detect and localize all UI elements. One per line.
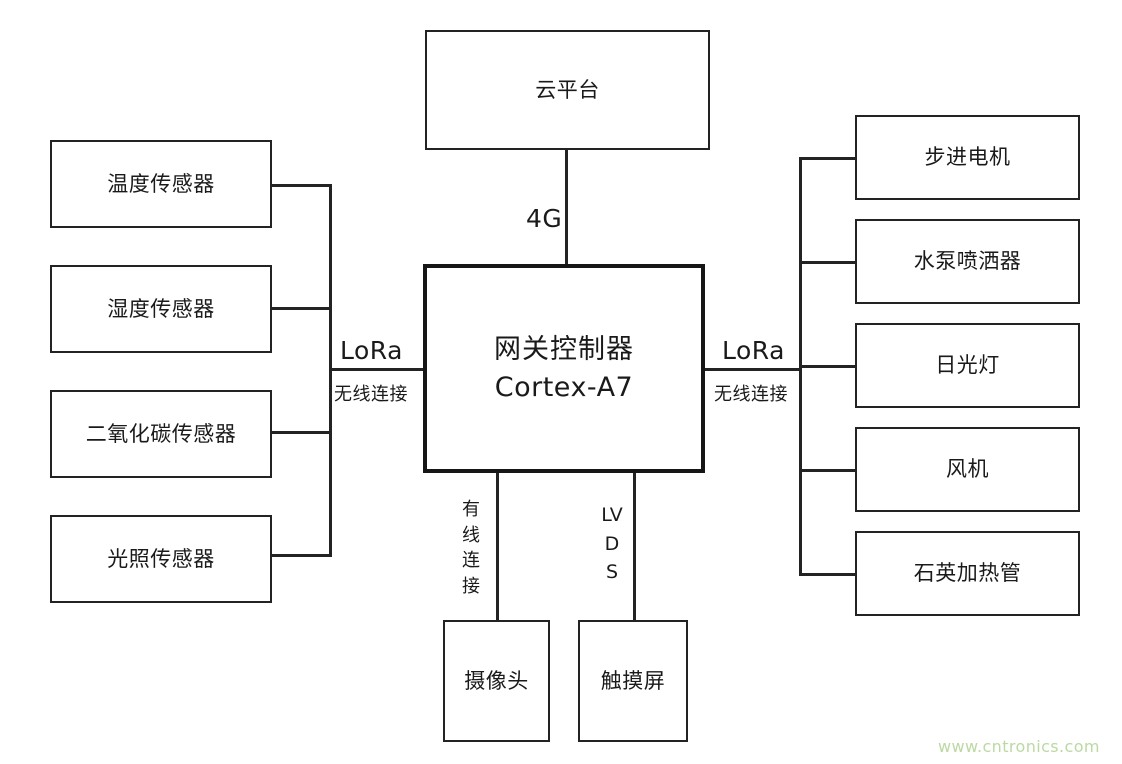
edge-temperature-sensor-stub bbox=[272, 184, 332, 187]
edge-cloud-to-gateway bbox=[565, 150, 568, 266]
edge-light-sensor-stub bbox=[272, 554, 332, 557]
edge-stepper-motor-stub bbox=[799, 157, 857, 160]
edge-gateway-to-actuator-bus bbox=[703, 368, 801, 371]
edge-daylight-lamp-stub bbox=[799, 365, 857, 368]
node-light-sensor-label: 光照传感器 bbox=[107, 546, 215, 571]
edge-label-lora-left: LoRa bbox=[340, 336, 403, 365]
edge-gateway-to-touchscreen bbox=[633, 471, 636, 621]
node-gateway-controller-label: 网关控制器 bbox=[494, 333, 634, 365]
node-co2-sensor[interactable]: 二氧化碳传感器 bbox=[50, 390, 272, 478]
node-camera[interactable]: 摄像头 bbox=[443, 620, 550, 742]
node-temperature-sensor-label: 温度传感器 bbox=[107, 171, 215, 196]
edge-water-pump-sprinkler-stub bbox=[799, 261, 857, 264]
node-temperature-sensor[interactable]: 温度传感器 bbox=[50, 140, 272, 228]
node-touchscreen-label: 触摸屏 bbox=[600, 668, 666, 693]
node-fan[interactable]: 风机 bbox=[855, 427, 1080, 512]
node-cloud-platform[interactable]: 云平台 bbox=[425, 30, 710, 150]
edge-label-wireless-right: 无线连接 bbox=[714, 380, 788, 406]
edge-sensor-bus-to-gateway bbox=[329, 368, 425, 371]
node-water-pump-sprinkler-label: 水泵喷洒器 bbox=[913, 249, 1022, 274]
node-fan-label: 风机 bbox=[946, 457, 989, 482]
node-co2-sensor-label: 二氧化碳传感器 bbox=[85, 421, 237, 446]
node-stepper-motor[interactable]: 步进电机 bbox=[855, 115, 1080, 200]
node-quartz-heating-tube[interactable]: 石英加热管 bbox=[855, 531, 1080, 616]
node-humidity-sensor-label: 湿度传感器 bbox=[107, 296, 215, 321]
edge-gateway-to-camera bbox=[496, 471, 499, 621]
node-water-pump-sprinkler[interactable]: 水泵喷洒器 bbox=[855, 219, 1080, 304]
node-gateway-controller-sublabel: Cortex-A7 bbox=[494, 371, 634, 403]
edge-quartz-heating-tube-stub bbox=[799, 573, 857, 576]
node-daylight-lamp[interactable]: 日光灯 bbox=[855, 323, 1080, 408]
node-cloud-platform-label: 云平台 bbox=[535, 77, 600, 102]
edge-actuator-bus bbox=[799, 157, 802, 576]
edge-fan-stub bbox=[799, 469, 857, 472]
node-stepper-motor-label: 步进电机 bbox=[924, 145, 1011, 170]
node-touchscreen[interactable]: 触摸屏 bbox=[578, 620, 688, 742]
node-camera-label: 摄像头 bbox=[464, 668, 529, 693]
edge-label-lvds: LVDS bbox=[601, 501, 623, 587]
edge-label-lora-right: LoRa bbox=[722, 336, 785, 365]
site-watermark: www.cntronics.com bbox=[938, 737, 1100, 756]
edge-label-wired-connection: 有线连接 bbox=[460, 497, 482, 600]
node-humidity-sensor[interactable]: 湿度传感器 bbox=[50, 265, 272, 353]
node-gateway-controller[interactable]: 网关控制器 Cortex-A7 bbox=[423, 264, 705, 473]
edge-label-4g: 4G bbox=[526, 204, 563, 233]
node-light-sensor[interactable]: 光照传感器 bbox=[50, 515, 272, 603]
node-quartz-heating-tube-label: 石英加热管 bbox=[913, 561, 1022, 586]
edge-label-wireless-left: 无线连接 bbox=[334, 380, 408, 406]
edge-co2-sensor-stub bbox=[272, 431, 332, 434]
node-daylight-lamp-label: 日光灯 bbox=[935, 353, 1000, 378]
edge-humidity-sensor-stub bbox=[272, 307, 332, 310]
